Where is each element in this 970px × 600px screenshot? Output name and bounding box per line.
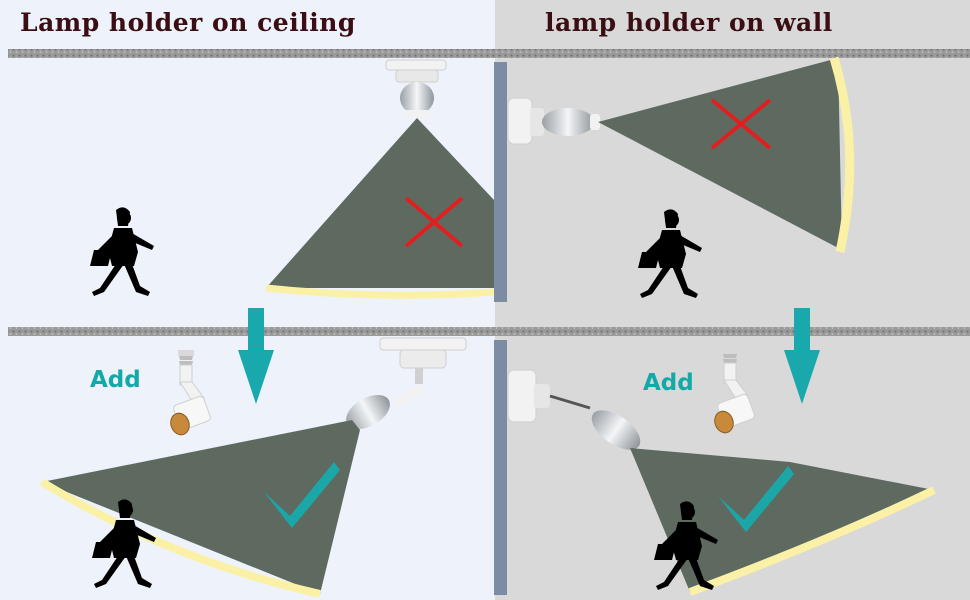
ceiling-lamp-top — [385, 59, 447, 119]
check-icon — [264, 462, 340, 528]
check-icon — [718, 466, 794, 532]
title-ceiling: Lamp holder on ceiling — [20, 8, 356, 37]
wall-lamp-bottom — [507, 369, 641, 450]
down-arrow-icon — [784, 308, 820, 404]
cross-icon — [404, 196, 464, 248]
light-beam-bottom-right — [630, 448, 934, 592]
walking-person-icon — [90, 207, 154, 296]
add-label-right: Add — [643, 370, 694, 396]
ceiling-bar-top — [8, 49, 970, 58]
walking-person-icon — [638, 209, 702, 298]
extension-adapter-icon — [711, 347, 756, 436]
down-arrow-icon — [238, 308, 274, 404]
light-beam-top-right — [598, 58, 842, 250]
wall-strip-top — [494, 62, 507, 302]
wall-strip-bottom — [494, 340, 507, 595]
light-edge-bottom-right — [688, 486, 936, 596]
light-edge-top-right — [829, 56, 855, 253]
light-beam-bottom-left — [42, 420, 360, 594]
cross-icon — [710, 98, 772, 150]
title-wall: lamp holder on wall — [545, 8, 833, 37]
ceiling-bar-bottom — [8, 327, 970, 336]
light-beam-top-left — [266, 118, 494, 288]
wall-lamp-top — [507, 97, 600, 145]
ceiling-lamp-bottom — [346, 337, 467, 430]
light-edge-bottom-left — [39, 478, 321, 598]
extension-adapter-icon — [167, 349, 212, 438]
add-label-left: Add — [90, 367, 141, 393]
light-edge-top-left — [265, 284, 495, 299]
